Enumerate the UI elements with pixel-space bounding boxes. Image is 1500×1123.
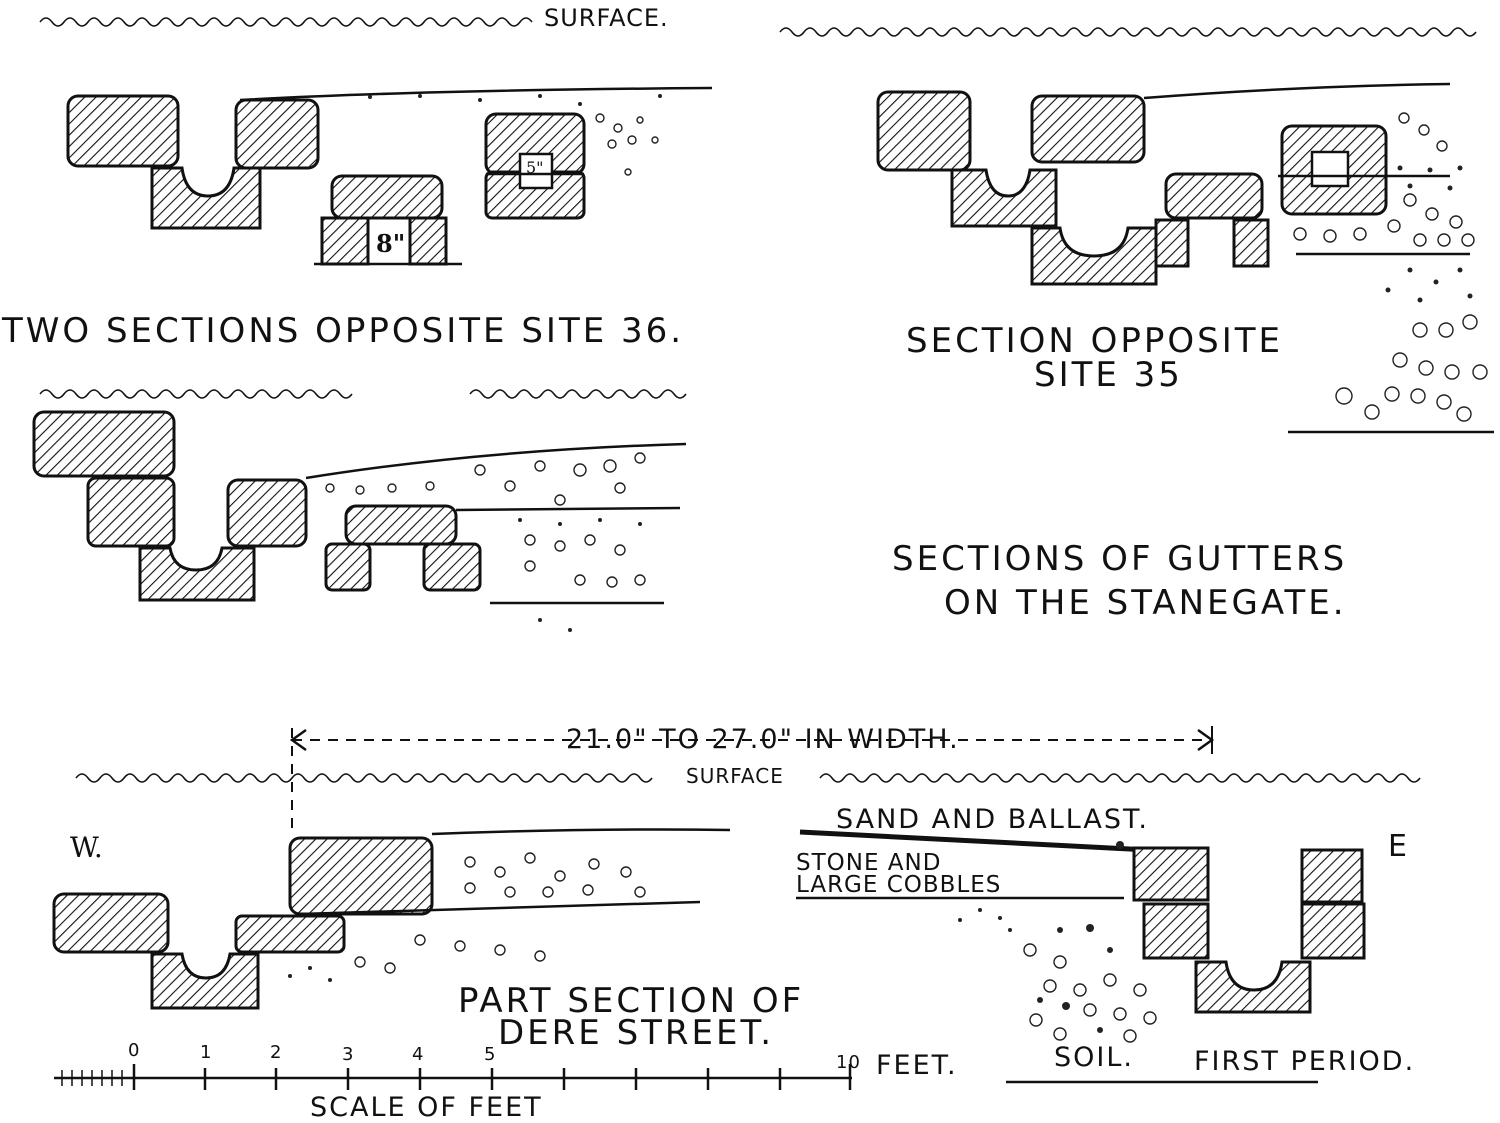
caption-two-sections-site36: TWO SECTIONS OPPOSITE SITE 36. [2, 311, 685, 351]
cobble-fill-site35 [1293, 112, 1488, 422]
stone-and-cobbles-label-line2: LARGE COBBLES [796, 872, 1002, 898]
dimension-8-inch: 8" [376, 229, 406, 258]
scale-tick-label: 4 [412, 1044, 425, 1065]
scale-tick-label: 10 [836, 1052, 861, 1073]
grass-mid [39, 389, 687, 399]
scale-bar [54, 1064, 852, 1090]
title-sections-of-gutters-line1: SECTIONS OF GUTTERS [892, 539, 1348, 579]
width-dimension-label: 21.0" TO 27.0" IN WIDTH. [566, 724, 960, 755]
west-label: W. [70, 831, 103, 864]
caption-dere-street-line1: PART SECTION OF [458, 981, 805, 1021]
cobble-fill-site36-b [325, 452, 646, 632]
caption-section-site35-line1: SECTION OPPOSITE [906, 321, 1283, 361]
grass-lower [75, 773, 1421, 783]
dere-street-west-side [52, 828, 731, 1010]
title-sections-of-gutters-line2: ON THE STANEGATE. [944, 583, 1347, 623]
width-dimension [289, 726, 1215, 830]
caption-dere-street-line2: DERE STREET. [498, 1013, 775, 1053]
section-site36-b [32, 410, 687, 605]
section-site35 [876, 82, 1494, 434]
surface-label-top: SURFACE. [544, 4, 669, 32]
scale-tick-label: 1 [200, 1042, 213, 1063]
dimension-5-inch: 5" [526, 158, 544, 177]
cobble-fill-dere-street [288, 841, 1157, 1043]
cobble-fill-site36-a [368, 94, 662, 176]
surface-line-top-left [39, 17, 533, 27]
scale-unit-label: FEET. [876, 1050, 958, 1081]
sand-and-ballast-label: SAND AND BALLAST. [836, 804, 1149, 835]
scale-tick-label: 0 [128, 1040, 141, 1061]
scale-tick-label: 3 [342, 1044, 355, 1065]
section-site36-a [66, 86, 713, 266]
surface-line-top-right [779, 27, 1477, 37]
scale-tick-label: 2 [270, 1042, 283, 1063]
stone-and-cobbles-label-line1: STONE AND [796, 850, 942, 876]
surface-label-lower: SURFACE [686, 764, 784, 788]
east-label: E [1388, 829, 1410, 864]
scale-tick-label: 5 [484, 1044, 497, 1065]
scale-title: SCALE OF FEET [310, 1092, 543, 1123]
first-period-label: FIRST PERIOD. [1194, 1046, 1416, 1077]
soil-label: SOIL. [1054, 1042, 1134, 1073]
dere-street-east-side [796, 829, 1366, 1084]
caption-section-site35-line2: SITE 35 [1034, 355, 1183, 395]
